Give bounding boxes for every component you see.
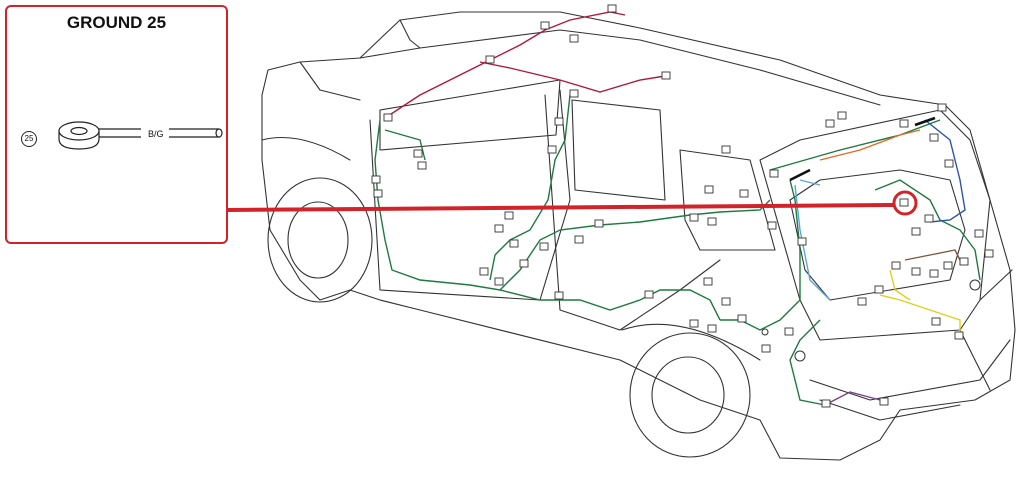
ground-location-marker-icon: [892, 190, 918, 216]
wire-color-label: B/G: [148, 129, 164, 139]
ground-callout-box: GROUND 25 25 B/G: [5, 5, 228, 244]
wire-pigtail-icon: [99, 128, 223, 138]
ground-number-badge: 25: [21, 131, 37, 147]
callout-title: GROUND 25: [66, 13, 167, 32]
ground-ring-terminal-icon: [58, 121, 100, 150]
